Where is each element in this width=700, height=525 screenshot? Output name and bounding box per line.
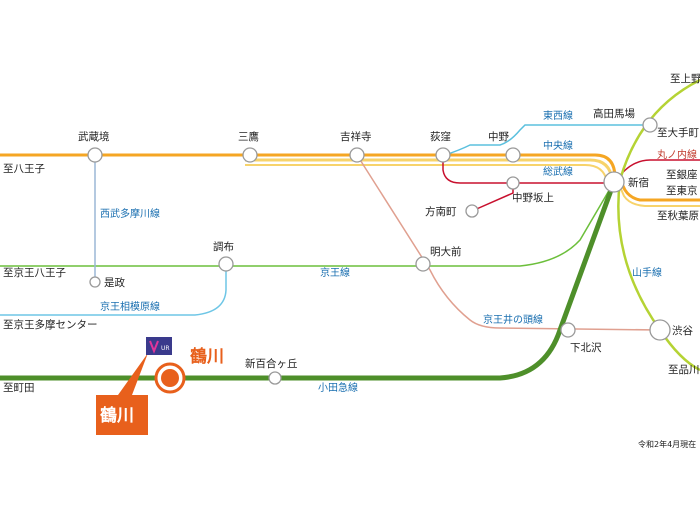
label-ogikubo: 荻窪 bbox=[430, 130, 451, 143]
station-shimokitazawa[interactable] bbox=[560, 322, 576, 338]
label-shibuya: 渋谷 bbox=[672, 324, 693, 337]
station-shinjuku[interactable] bbox=[603, 171, 625, 193]
label-shinyurigaoka: 新百合ヶ丘 bbox=[245, 357, 298, 370]
label-nakanosakaue: 中野坂上 bbox=[512, 191, 554, 204]
label-chuo: 中央線 bbox=[543, 139, 573, 152]
label-seibu-tamagawa: 西武多摩川線 bbox=[100, 207, 160, 220]
label-keio: 京王線 bbox=[320, 266, 350, 279]
label-keio-inokashira: 京王井の頭線 bbox=[483, 313, 543, 326]
label-tozai: 東西線 bbox=[543, 109, 573, 122]
dest-akihabara: 至秋葉原 bbox=[657, 209, 699, 222]
inokashira-line bbox=[356, 154, 661, 331]
ur-logo bbox=[146, 337, 172, 355]
label-nakano: 中野 bbox=[488, 130, 509, 143]
date-note: 令和2年4月現在 bbox=[638, 439, 696, 449]
dest-machida: 至町田 bbox=[3, 382, 35, 394]
station-kichijoji[interactable] bbox=[349, 147, 365, 163]
label-chofu: 調布 bbox=[213, 240, 234, 253]
chuo-east-line bbox=[618, 179, 700, 202]
label-koremasa: 是政 bbox=[104, 276, 125, 289]
station-nakanosakaue[interactable] bbox=[506, 176, 520, 190]
ur-logo-text: UR bbox=[161, 345, 170, 352]
keio-sagamihara-line bbox=[0, 266, 227, 316]
keio-line bbox=[0, 181, 615, 267]
label-sobu: 総武線 bbox=[543, 165, 573, 178]
station-koremasa[interactable] bbox=[89, 276, 101, 288]
tsurukawa-marker-inner bbox=[161, 369, 179, 387]
label-keio-sagamihara: 京王相模原線 bbox=[100, 300, 160, 313]
label-kichijoji: 吉祥寺 bbox=[340, 130, 372, 143]
ur-logo-mark bbox=[149, 340, 159, 354]
tsurukawa-callout-box bbox=[96, 395, 148, 435]
tozai-line bbox=[444, 124, 650, 156]
station-meidaimae[interactable] bbox=[415, 256, 431, 272]
marunouchi-branch bbox=[471, 183, 514, 212]
dest-keio-hachioji: 至京王八王子 bbox=[3, 266, 66, 279]
dest-shinagawa: 至品川 bbox=[668, 364, 700, 376]
station-nakano[interactable] bbox=[505, 147, 521, 163]
label-takadanobaba: 高田馬場 bbox=[593, 107, 635, 120]
odakyu-line bbox=[0, 181, 617, 381]
dest-hachioji: 至八王子 bbox=[3, 163, 45, 175]
station-musashisakai[interactable] bbox=[87, 147, 103, 163]
label-honancho: 方南町 bbox=[425, 205, 457, 218]
station-chofu[interactable] bbox=[218, 256, 234, 272]
station-ogikubo[interactable] bbox=[435, 147, 451, 163]
tsurukawa-callout-label: 鶴川 bbox=[100, 405, 134, 426]
tsurukawa-callout-pointer bbox=[118, 353, 148, 395]
label-shinjuku: 新宿 bbox=[628, 176, 649, 189]
label-meidaimae: 明大前 bbox=[430, 245, 462, 258]
dest-otemachi: 至大手町 bbox=[657, 126, 699, 139]
label-marunouchi: 丸ノ内線 bbox=[657, 148, 697, 161]
label-musashisakai: 武蔵境 bbox=[78, 130, 110, 143]
dest-ginza: 至銀座 bbox=[666, 168, 698, 181]
label-mitaka: 三鷹 bbox=[238, 130, 259, 143]
station-shibuya[interactable] bbox=[649, 319, 671, 341]
sobu-east-line bbox=[617, 181, 700, 207]
marunouchi-line bbox=[442, 155, 610, 184]
dest-keio-tama-center: 至京王多摩センター bbox=[3, 318, 98, 331]
tsurukawa-label: 鶴川 bbox=[190, 346, 224, 367]
yamanote-line bbox=[617, 78, 700, 372]
station-honancho[interactable] bbox=[465, 204, 479, 218]
station-mitaka[interactable] bbox=[242, 147, 258, 163]
label-odakyu: 小田急線 bbox=[318, 381, 358, 394]
station-shinyurigaoka[interactable] bbox=[268, 371, 282, 385]
label-yamanote: 山手線 bbox=[632, 266, 662, 279]
station-takadanobaba[interactable] bbox=[642, 117, 658, 133]
dest-ueno: 至上野 bbox=[670, 73, 700, 85]
dest-tokyo: 至東京 bbox=[666, 184, 698, 197]
label-shimokitazawa: 下北沢 bbox=[570, 341, 602, 354]
